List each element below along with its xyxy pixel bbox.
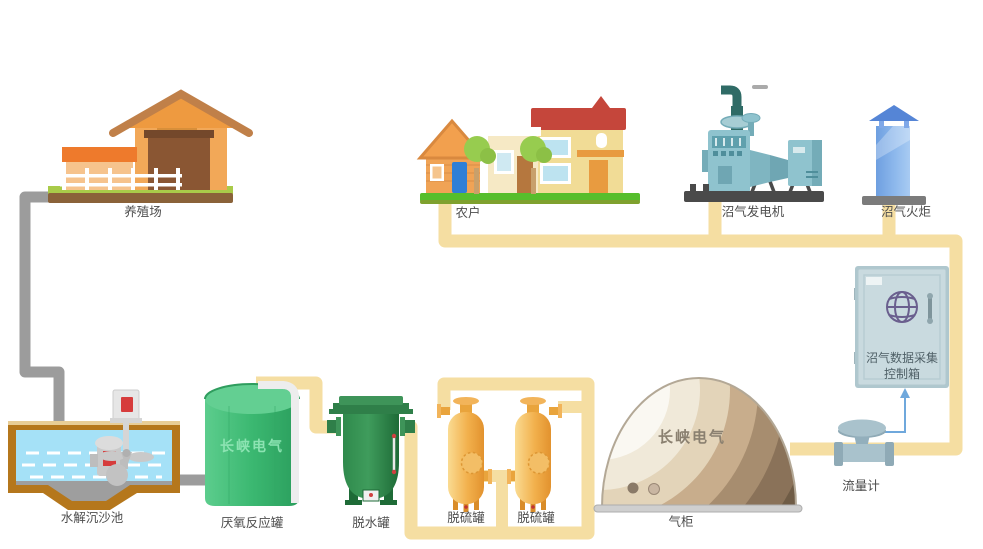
desulfur-tank-2-label: 脱硫罐 <box>517 510 555 525</box>
desulfur-tank-1-label: 脱硫罐 <box>447 510 485 525</box>
farm-illustration <box>48 89 253 203</box>
gas-holder-illustration: 长峡电气 <box>593 377 803 513</box>
dewater-tank-illustration <box>327 396 415 505</box>
generator-label: 沼气发电机 <box>722 204 785 219</box>
generator-illustration <box>684 85 824 202</box>
farm-label: 养殖场 <box>124 204 162 219</box>
tree <box>464 136 496 194</box>
households-illustration <box>416 96 640 204</box>
gas-holder-brand: 长峡电气 <box>658 428 726 446</box>
fence <box>60 168 182 190</box>
gas-pipe-main <box>438 203 963 456</box>
gas-holder-label: 气柜 <box>668 514 693 529</box>
flow-meter-label: 流量计 <box>842 479 880 493</box>
households-label: 农户 <box>455 205 480 220</box>
dewater-tank-label: 脱水罐 <box>352 515 390 530</box>
signal-arrow-icon <box>900 388 910 398</box>
pool-mixer <box>99 389 154 468</box>
reactor-illustration: 长峡电气 <box>204 381 300 506</box>
control-box: 沼气数据采集 控制箱 <box>854 266 949 388</box>
reactor-label: 厌氧反应罐 <box>221 515 284 530</box>
control-box-label-line1: 沼气数据采集 <box>866 350 938 365</box>
tree <box>520 136 552 194</box>
handle-icon <box>927 293 933 324</box>
desulfur-tank-2-illustration <box>507 397 562 512</box>
reactor-brand: 长峡电气 <box>220 438 284 454</box>
globe-icon <box>886 291 918 323</box>
control-box-label-line2: 控制箱 <box>884 366 920 381</box>
slurry-pipe-farm-pool <box>19 191 65 481</box>
sand-pool-label: 水解沉沙池 <box>61 511 124 525</box>
flare-label: 沼气火炬 <box>881 204 931 219</box>
flare-illustration <box>862 105 926 205</box>
flow-meter-illustration <box>834 419 894 466</box>
desulfur-tank-1-illustration <box>437 397 492 512</box>
